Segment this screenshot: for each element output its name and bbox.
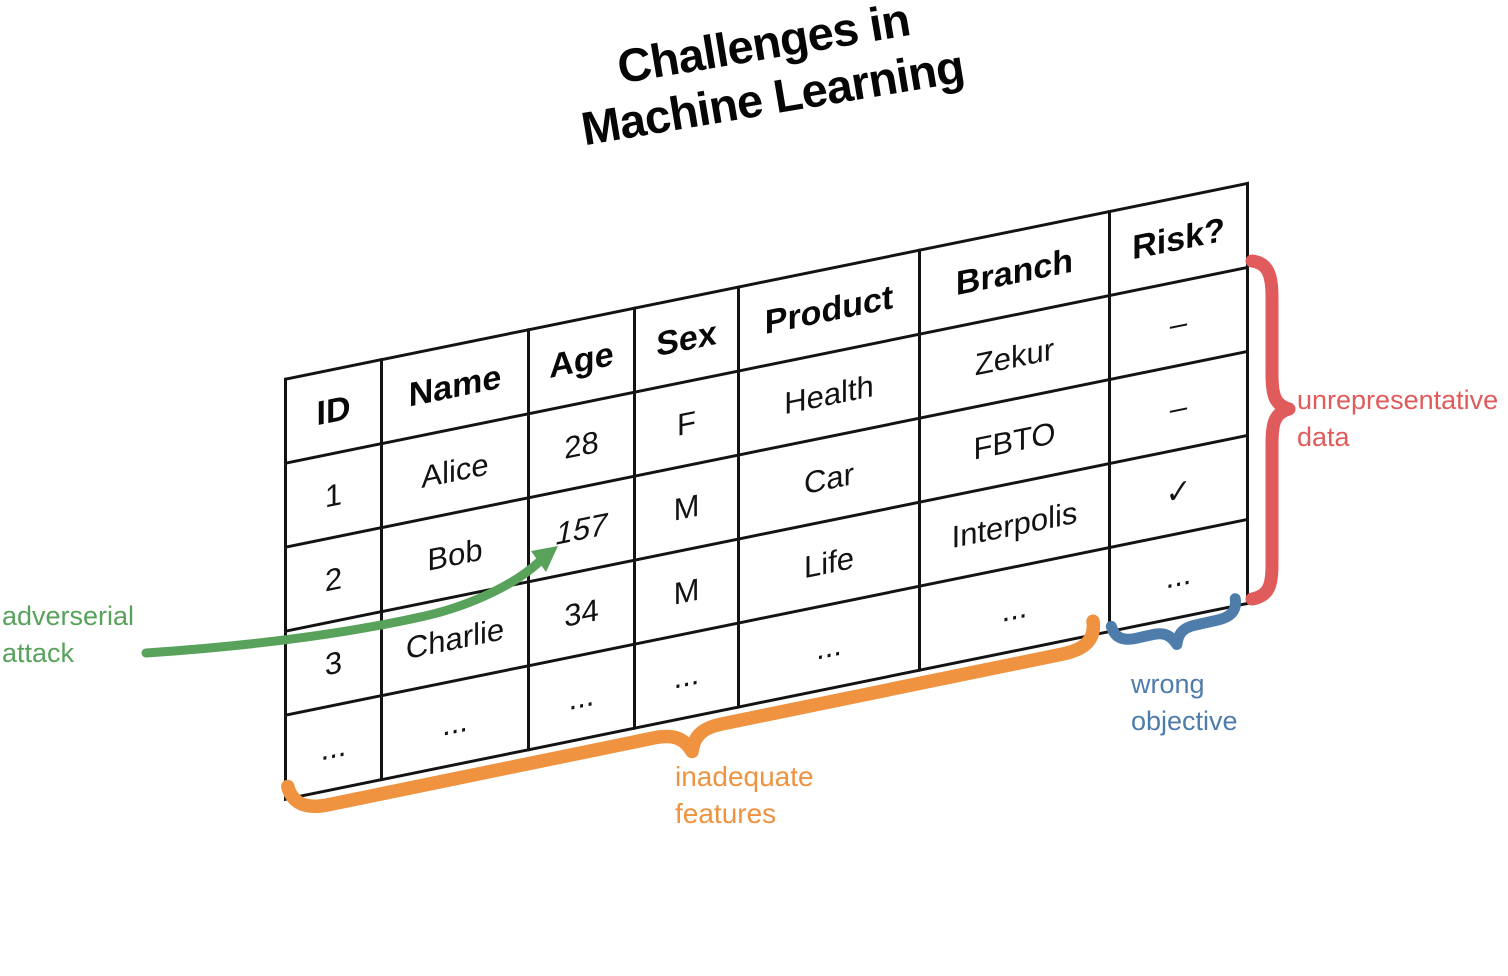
unrepresentative-data-label-line1: unrepresentative xyxy=(1297,385,1499,415)
inadequate-features-label-line2: features xyxy=(675,798,777,829)
adversarial-attack-label-line2: attack xyxy=(2,638,75,668)
wrong-objective-label-line1: wrong xyxy=(1131,669,1205,699)
wrong-objective-label-line2: objective xyxy=(1131,706,1238,736)
unrepresentative-data-label-line2: data xyxy=(1297,422,1350,452)
unrepresentative-data-brace-icon xyxy=(1245,254,1296,606)
unrepresentative-data-label: unrepresentative data xyxy=(1297,382,1498,456)
inadequate-features-label-line1: inadequate xyxy=(675,761,814,792)
page-title: Challenges in Machine Learning xyxy=(483,0,1053,170)
adversarial-attack-label-line1: adverserial xyxy=(2,601,135,631)
insurance-data-table: ID Name Age Sex Product Branch Risk? 1 A… xyxy=(284,181,1249,802)
table-cell: ... xyxy=(285,695,382,800)
adversarial-attack-label: adverserial attack xyxy=(2,598,134,672)
inadequate-features-label: inadequate features xyxy=(675,758,814,832)
data-table-container: ID Name Age Sex Product Branch Risk? 1 A… xyxy=(284,181,1249,802)
wrong-objective-label: wrong objective xyxy=(1131,666,1238,740)
